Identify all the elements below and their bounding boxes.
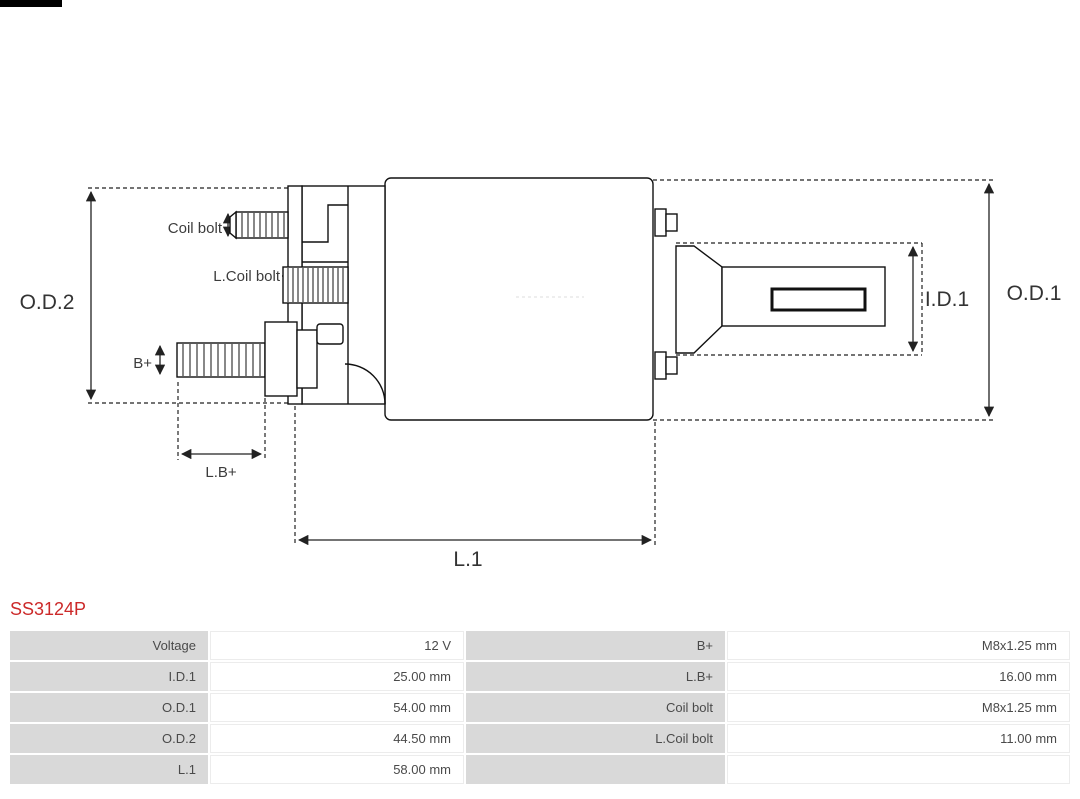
spec-label: O.D.1 xyxy=(10,693,208,722)
spec-value: 16.00 mm xyxy=(727,662,1070,691)
spec-label: Coil bolt xyxy=(466,693,725,722)
coil-bolt-threads xyxy=(241,213,285,237)
coil-bolt-shank xyxy=(235,211,289,239)
spec-label: L.B+ xyxy=(466,662,725,691)
spec-label xyxy=(466,755,725,784)
lcoil-bolt-label: L.Coil bolt xyxy=(213,268,281,285)
plunger xyxy=(654,208,886,380)
b-plus-label: B+ xyxy=(133,355,152,372)
extension-lines xyxy=(88,179,996,545)
logo-strip xyxy=(0,0,62,7)
table-row: I.D.1 25.00 mm L.B+ 16.00 mm xyxy=(10,662,1070,691)
solenoid-geometry xyxy=(176,177,886,421)
coil-bolt-terminal xyxy=(229,210,289,240)
table-row: O.D.2 44.50 mm L.Coil bolt 11.00 mm xyxy=(10,724,1070,753)
bushing-threads xyxy=(287,268,344,302)
spec-table: Voltage 12 V B+ M8x1.25 mm I.D.1 25.00 m… xyxy=(8,629,1072,786)
spec-label: O.D.2 xyxy=(10,724,208,753)
bplus-nut xyxy=(264,321,298,397)
spec-value: 25.00 mm xyxy=(210,662,464,691)
id1-label: I.D.1 xyxy=(925,288,969,311)
technical-drawing: O.D.2 O.D.1 I.D.1 L.1 L.B+ Coil bolt L.C… xyxy=(20,177,1062,571)
bplus-washer xyxy=(296,329,318,389)
spec-label: L.Coil bolt xyxy=(466,724,725,753)
coil-bolt-tip xyxy=(229,210,237,240)
part-number: SS3124P xyxy=(10,599,87,619)
spec-value xyxy=(727,755,1070,784)
spec-label: B+ xyxy=(466,631,725,660)
bplus-threads xyxy=(182,344,261,376)
spec-value: 12 V xyxy=(210,631,464,660)
table-row: O.D.1 54.00 mm Coil bolt M8x1.25 mm xyxy=(10,693,1070,722)
lb-plus-label: L.B+ xyxy=(205,464,237,481)
plunger-slot xyxy=(770,287,867,312)
bracket-curve xyxy=(344,363,386,405)
coil-bolt-bushing xyxy=(282,266,349,304)
spec-label: Voltage xyxy=(10,631,208,660)
bplus-tab xyxy=(316,323,344,345)
dimension-lines xyxy=(85,182,995,546)
spec-value: 54.00 mm xyxy=(210,693,464,722)
spec-value: M8x1.25 mm xyxy=(727,693,1070,722)
spec-label: L.1 xyxy=(10,755,208,784)
table-row: L.1 58.00 mm xyxy=(10,755,1070,784)
spec-value: 11.00 mm xyxy=(727,724,1070,753)
od2-label: O.D.2 xyxy=(20,291,75,314)
coil-bolt-label: Coil bolt xyxy=(168,220,223,237)
plunger-cone xyxy=(675,245,723,354)
od1-label: O.D.1 xyxy=(1007,282,1062,305)
b-plus-terminal xyxy=(176,321,344,397)
spec-value: 58.00 mm xyxy=(210,755,464,784)
bottom-stud-outer xyxy=(654,351,667,380)
bracket-step xyxy=(302,204,348,243)
l1-label: L.1 xyxy=(453,548,482,571)
table-row: Voltage 12 V B+ M8x1.25 mm xyxy=(10,631,1070,660)
bushing-body xyxy=(282,266,349,304)
spec-value: 44.50 mm xyxy=(210,724,464,753)
spec-label: I.D.1 xyxy=(10,662,208,691)
spec-value: M8x1.25 mm xyxy=(727,631,1070,660)
top-stud-outer xyxy=(654,208,667,237)
bplus-stud xyxy=(176,342,266,378)
top-stud-inner xyxy=(665,213,678,232)
solenoid-body xyxy=(384,177,654,421)
dimension-labels: O.D.2 O.D.1 I.D.1 L.1 L.B+ Coil bolt L.C… xyxy=(20,220,1062,571)
bottom-stud-inner xyxy=(665,356,678,375)
